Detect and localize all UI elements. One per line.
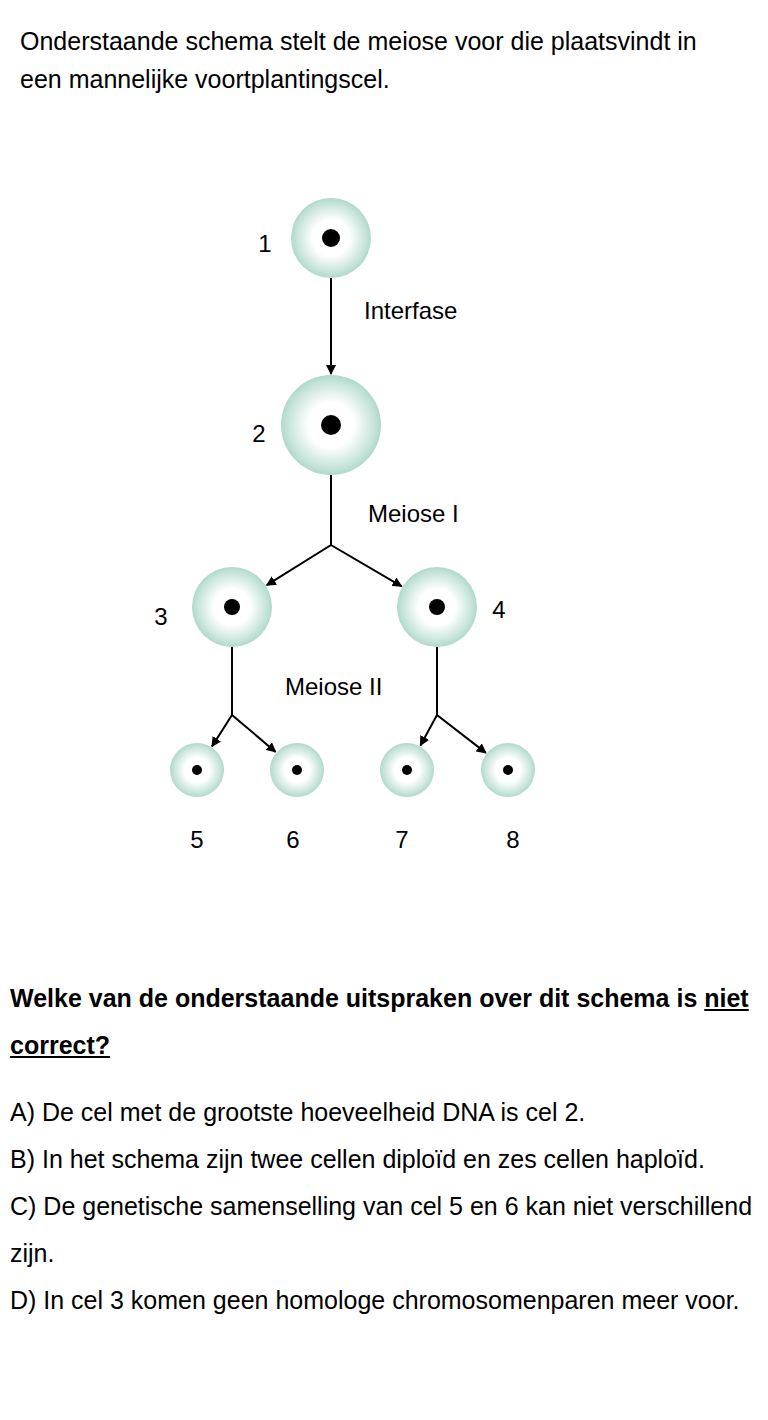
nucleus-dot bbox=[429, 599, 445, 615]
nucleus-dot bbox=[503, 765, 513, 775]
arrow-connector bbox=[331, 475, 402, 586]
cell-circle: 6 bbox=[270, 743, 324, 797]
phase-label: Meiose I bbox=[366, 500, 461, 528]
cell-number: 1 bbox=[258, 230, 271, 258]
cell-circle: 5 bbox=[170, 743, 224, 797]
answer-option: B) In het schema zijn twee cellen diploï… bbox=[10, 1136, 755, 1183]
nucleus-dot bbox=[322, 229, 340, 247]
cell-circle: 8 bbox=[481, 743, 535, 797]
arrow-connector bbox=[420, 647, 437, 745]
answer-option: C) De genetische samenselling van cel 5 … bbox=[10, 1183, 755, 1277]
cell-number: 2 bbox=[252, 420, 265, 448]
answer-option: A) De cel met de grootste hoeveelheid DN… bbox=[10, 1089, 755, 1136]
cell-number: 7 bbox=[395, 826, 408, 854]
cell-number: 5 bbox=[190, 826, 203, 854]
cell-circle: 4 bbox=[397, 567, 477, 647]
arrow-connector bbox=[232, 647, 276, 752]
nucleus-dot bbox=[292, 765, 302, 775]
nucleus-dot bbox=[224, 599, 240, 615]
cell-circle: 1 bbox=[291, 198, 371, 278]
phase-label: Meiose II bbox=[283, 673, 384, 701]
arrow-connector bbox=[267, 475, 331, 585]
cell-circle: 7 bbox=[380, 743, 434, 797]
answer-option: D) In cel 3 komen geen homologe chromoso… bbox=[10, 1277, 755, 1324]
cell-number: 8 bbox=[506, 826, 519, 854]
arrow-connector bbox=[212, 647, 232, 746]
cell-circle: 3 bbox=[192, 567, 272, 647]
question-text: Welke van de onderstaande uitspraken ove… bbox=[10, 975, 755, 1069]
question-block: Welke van de onderstaande uitspraken ove… bbox=[10, 975, 755, 1324]
question-text: Welke van de onderstaande uitspraken ove… bbox=[10, 984, 697, 1012]
intro-text: Onderstaande schema stelt de meiose voor… bbox=[20, 22, 720, 98]
nucleus-dot bbox=[321, 415, 341, 435]
nucleus-dot bbox=[192, 765, 202, 775]
nucleus-dot bbox=[402, 765, 412, 775]
cell-number: 3 bbox=[154, 603, 167, 631]
cell-circle: 2 bbox=[281, 375, 381, 475]
cell-number: 6 bbox=[286, 826, 299, 854]
arrow-connector bbox=[437, 647, 486, 753]
phase-label: Interfase bbox=[362, 297, 459, 325]
cell-number: 4 bbox=[492, 596, 505, 624]
arrow-connector bbox=[330, 278, 332, 374]
